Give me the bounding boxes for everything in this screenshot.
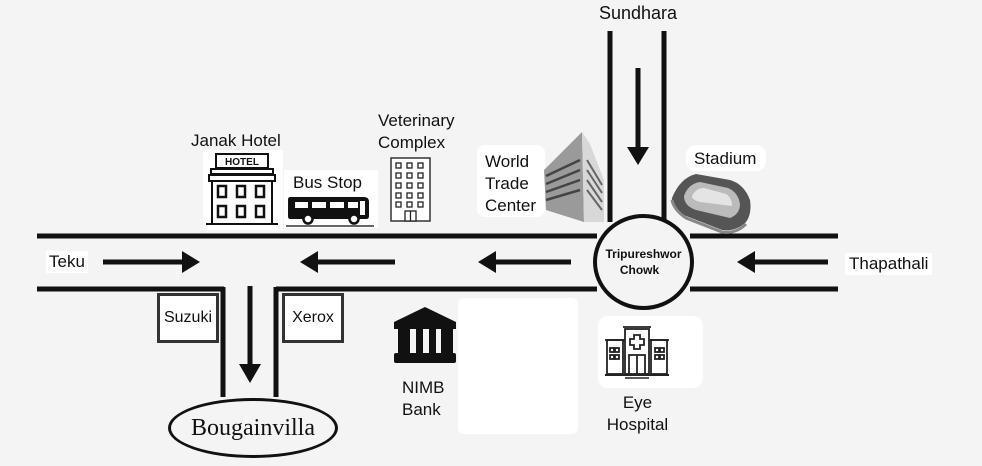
arrow-south-from-sundhara bbox=[627, 68, 649, 165]
landmark-label-nimb-bank: NIMB Bank bbox=[402, 377, 445, 421]
arrow-west-from-thapathali bbox=[737, 251, 828, 273]
bank-icon bbox=[394, 307, 456, 363]
landmark-suzuki[interactable]: Suzuki bbox=[157, 293, 219, 343]
wtc-line2: Trade bbox=[485, 174, 529, 193]
destination-bougainvilla[interactable]: Bougainvilla bbox=[168, 398, 338, 458]
nimb-line1: NIMB bbox=[402, 378, 445, 397]
wtc-line1: World bbox=[485, 152, 530, 171]
road-label-sundhara: Sundhara bbox=[599, 3, 678, 23]
skyscraper-icon bbox=[544, 132, 604, 222]
landmark-label-bus-stop: Bus Stop bbox=[293, 173, 362, 192]
wtc-line3: Center bbox=[485, 196, 537, 215]
arrow-east-from-teku bbox=[103, 251, 200, 273]
road-label-thapathali: Thapathali bbox=[845, 253, 933, 275]
landmark-label-janak-hotel: Janak Hotel bbox=[191, 131, 281, 150]
eye-hospital-line2: Hospital bbox=[606, 415, 669, 434]
junction-label-line1: Tripureshwor bbox=[605, 247, 682, 261]
tripureshwor-chowk-roundabout[interactable]: Tripureshwor Chowk bbox=[593, 214, 694, 310]
landmark-label-eye-hospital: Eye Hospital bbox=[600, 392, 675, 436]
landmark-label-stadium: Stadium bbox=[694, 149, 757, 168]
landmark-label-world-trade-center: World Trade Center bbox=[485, 151, 536, 217]
hospital-icon bbox=[605, 326, 669, 379]
hotel-icon: HOTEL bbox=[206, 153, 278, 225]
stadium-icon bbox=[670, 174, 751, 234]
road-label-teku: Teku bbox=[46, 251, 88, 273]
arrow-west-middle-left bbox=[300, 251, 395, 273]
office-building-icon bbox=[390, 157, 431, 222]
hotel-sign-text: HOTEL bbox=[225, 157, 259, 168]
arrow-west-middle-right bbox=[478, 251, 571, 273]
landmark-xerox[interactable]: Xerox bbox=[282, 293, 344, 343]
eye-hospital-line1: Eye bbox=[622, 393, 653, 412]
veterinary-line2: Complex bbox=[378, 133, 446, 152]
bus-icon bbox=[286, 197, 374, 227]
junction-label-line2: Chowk bbox=[619, 263, 660, 277]
arrow-south-to-bougainvilla bbox=[239, 286, 261, 383]
erased-area bbox=[458, 298, 578, 434]
veterinary-line1: Veterinary bbox=[378, 111, 455, 130]
landmark-label-veterinary-complex: Veterinary Complex bbox=[378, 110, 455, 154]
nimb-line2: Bank bbox=[402, 400, 441, 419]
